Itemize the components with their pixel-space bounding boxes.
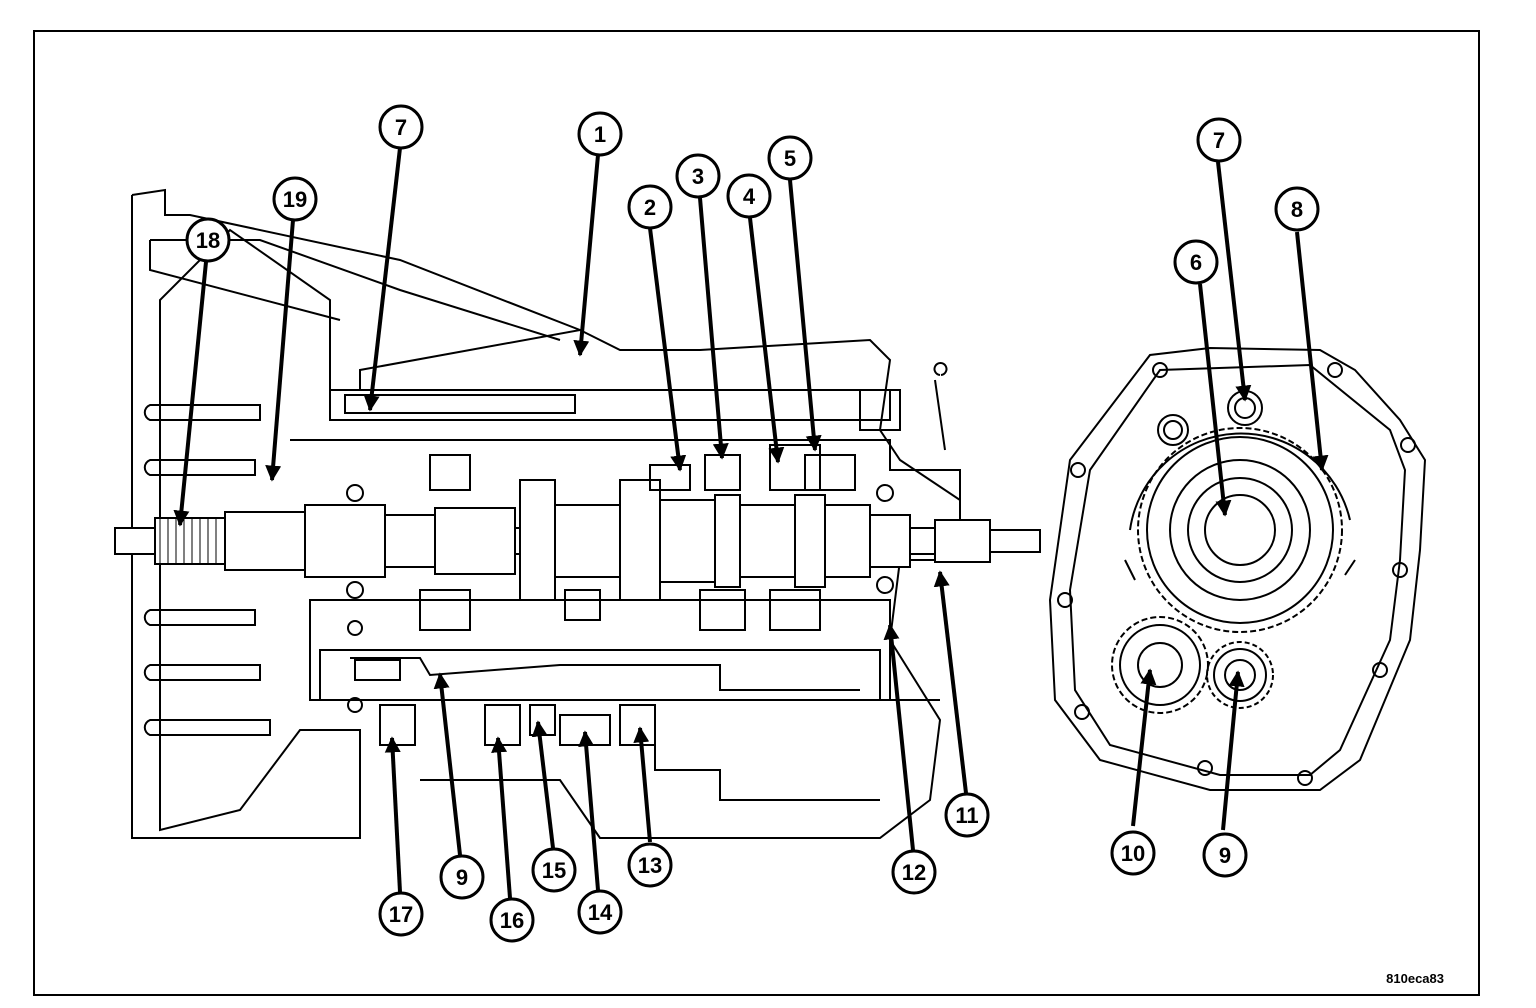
callout-17: 17 [378, 891, 424, 937]
callout-11-label: 11 [955, 803, 978, 828]
callout-4: 4 [726, 173, 772, 219]
callout-13: 13 [627, 842, 673, 888]
callout-12-label: 12 [902, 860, 926, 885]
callout-16: 16 [489, 897, 535, 943]
callout-3: 3 [675, 153, 721, 199]
callout-13-label: 13 [638, 853, 662, 878]
callout-8-label: 8 [1291, 197, 1303, 222]
callout-9-right-label: 9 [1219, 843, 1231, 868]
callout-1-label: 1 [594, 122, 606, 147]
callout-15: 15 [531, 847, 577, 893]
callout-7-left-label: 7 [395, 115, 407, 140]
callout-5: 5 [767, 135, 813, 181]
callout-10-label: 10 [1121, 841, 1145, 866]
callout-16-label: 16 [500, 908, 524, 933]
callout-9-left-label: 9 [456, 865, 468, 890]
callout-17-label: 17 [389, 902, 413, 927]
callout-7-left: 7 [378, 104, 424, 150]
callout-19: 19 [272, 176, 318, 222]
callout-7-right: 7 [1196, 117, 1242, 163]
callout-8: 8 [1274, 186, 1320, 232]
callout-12: 12 [891, 849, 937, 895]
callout-14: 14 [577, 889, 623, 935]
case-end-view [1048, 346, 1427, 791]
callout-18-label: 18 [196, 228, 220, 253]
figure-code: 810eca83 [1386, 971, 1444, 986]
callout-15-label: 15 [542, 858, 566, 883]
leader-arrows [173, 147, 1329, 899]
callout-1: 1 [577, 111, 623, 157]
callout-7-right-label: 7 [1213, 128, 1225, 153]
callout-6-label: 6 [1190, 250, 1202, 275]
callout-10: 10 [1110, 830, 1156, 876]
callout-9-right: 9 [1202, 832, 1248, 878]
callout-4-label: 4 [743, 184, 756, 209]
figure-frame [33, 30, 1480, 996]
callout-14-label: 14 [588, 900, 613, 925]
callout-18: 18 [185, 217, 231, 263]
callout-19-label: 19 [283, 187, 307, 212]
callout-6: 6 [1173, 239, 1219, 285]
transmission-side-section [114, 188, 1041, 839]
callout-2-label: 2 [644, 195, 656, 220]
callout-5-label: 5 [784, 146, 796, 171]
callout-11: 11 [944, 792, 990, 838]
callout-2: 2 [627, 184, 673, 230]
callout-3-label: 3 [692, 164, 704, 189]
callout-9-left: 9 [439, 854, 485, 900]
